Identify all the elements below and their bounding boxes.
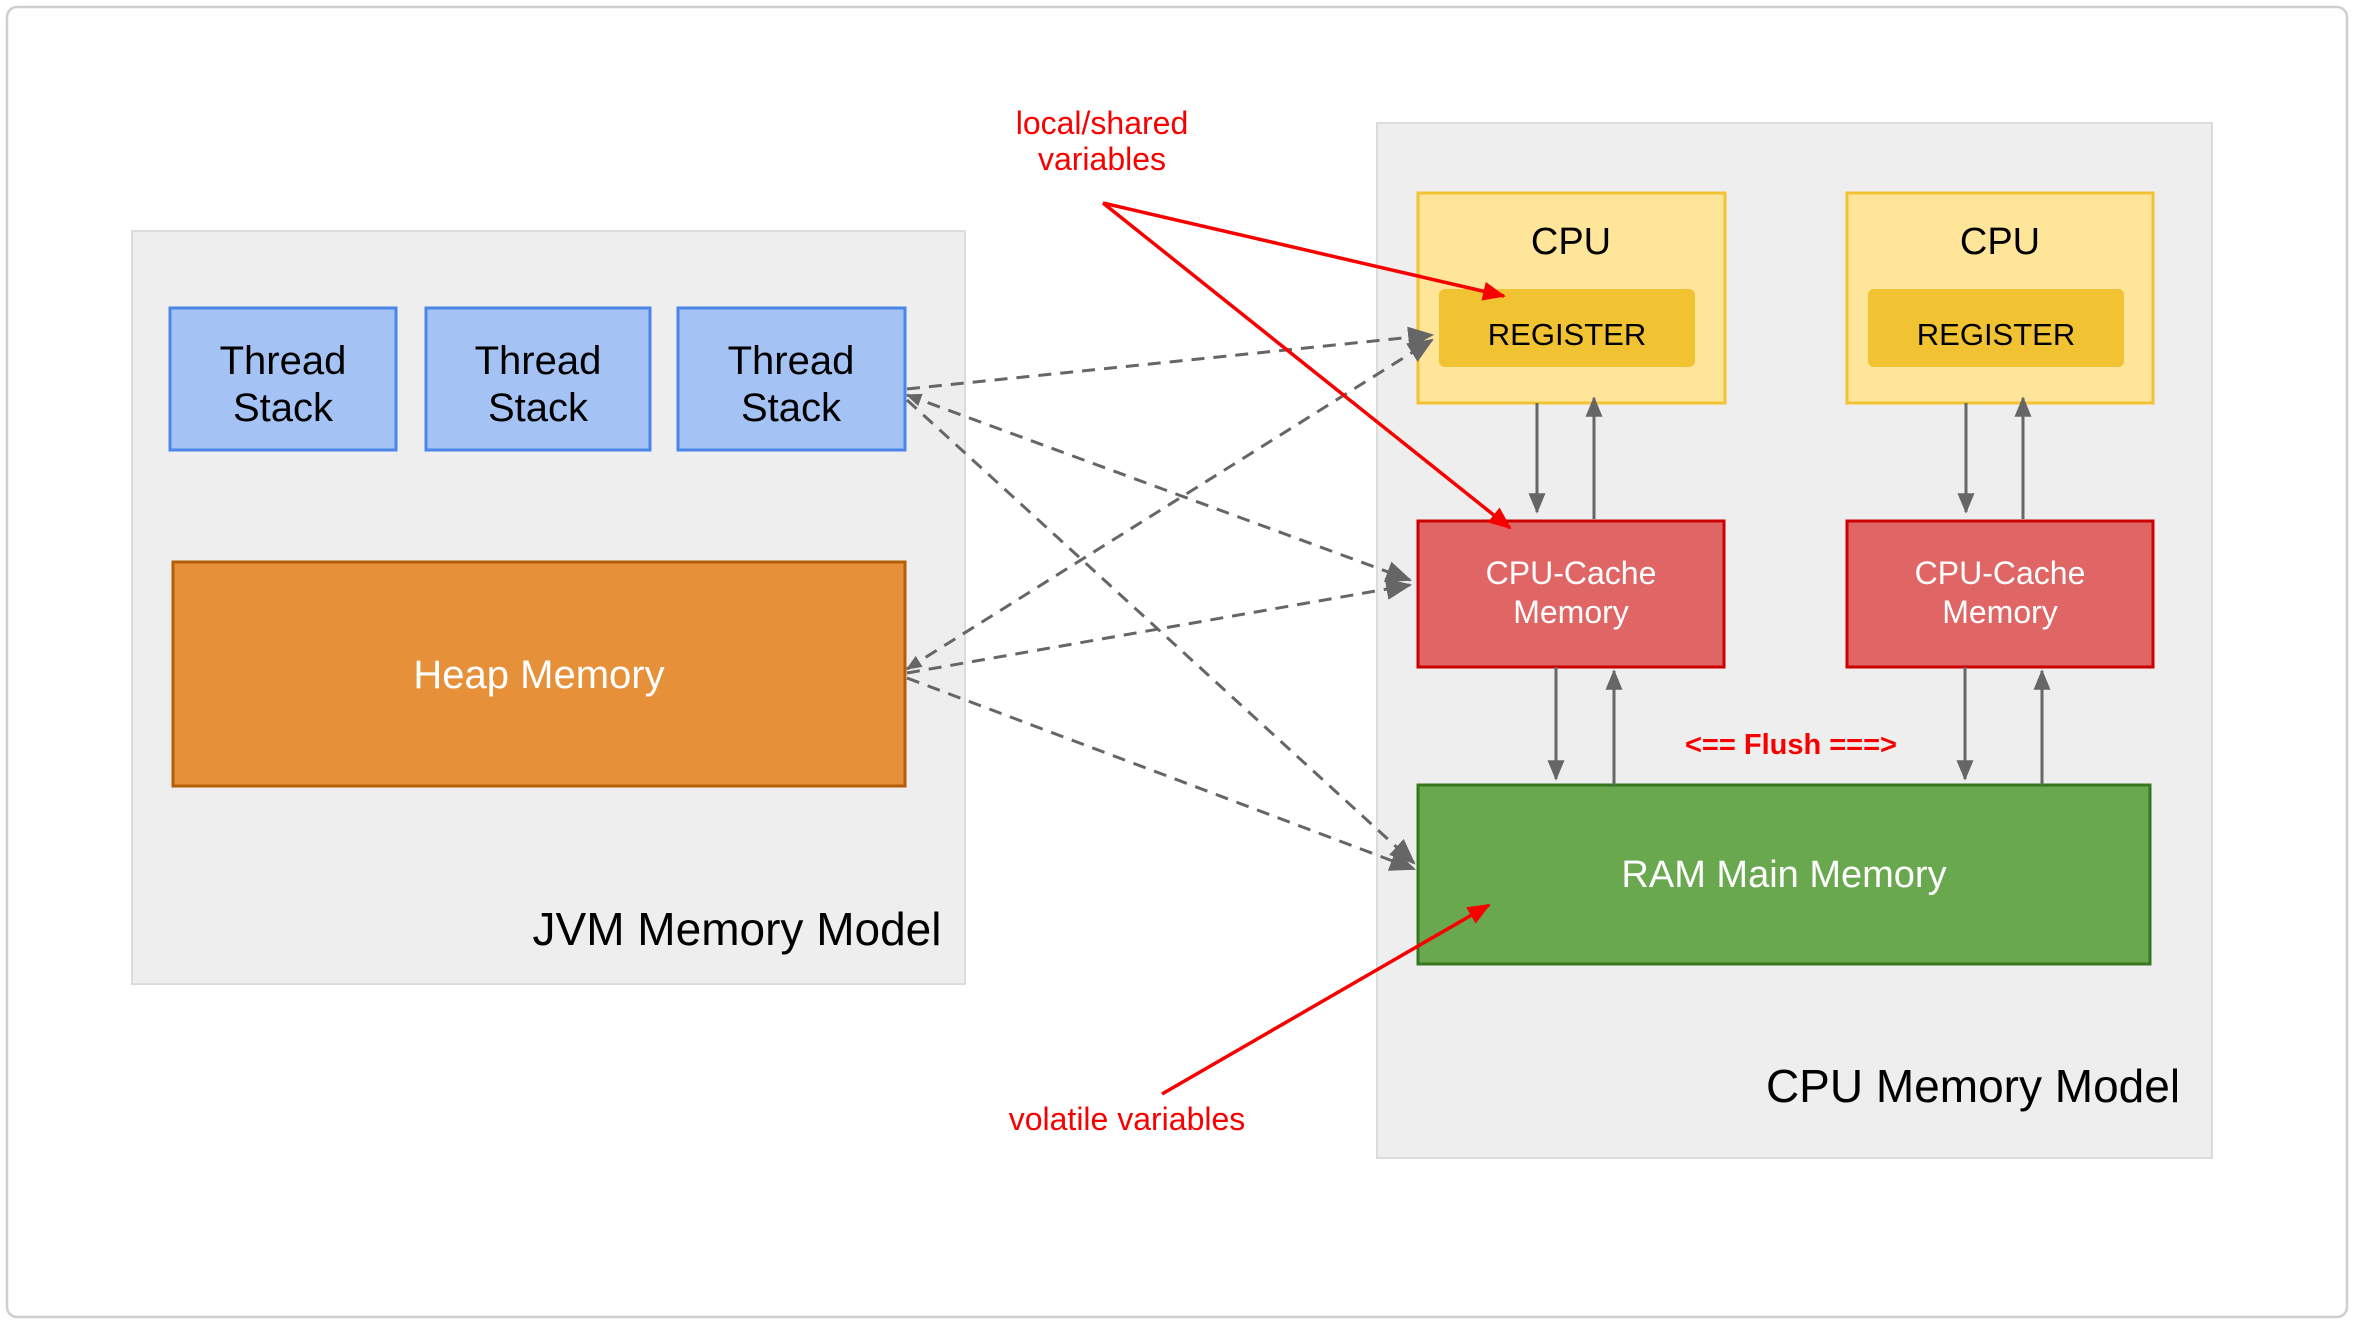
thread-stack-label-line2: Stack bbox=[488, 386, 589, 430]
page-frame bbox=[5, 5, 2349, 1319]
cpu-cache-box bbox=[1845, 519, 2155, 669]
register-label: REGISTER bbox=[1488, 317, 1646, 352]
thread-stack-box bbox=[424, 306, 652, 452]
thread-stack-3: Thread Stack bbox=[676, 306, 907, 452]
register-box bbox=[1868, 289, 2124, 367]
dashed-connectors bbox=[905, 326, 1435, 871]
dashed-arrow-heap-to-cache bbox=[906, 578, 1413, 675]
volatile-variables-label: volatile variables bbox=[1009, 1101, 1246, 1137]
red-arrow-localshared-to-cache bbox=[1101, 201, 1512, 530]
cpu-cache-box bbox=[1416, 519, 1726, 669]
dashed-arrow-heap-to-register bbox=[905, 338, 1434, 671]
vertical-transfer-arrows bbox=[1528, 396, 2051, 785]
dashed-arrow-threadstack-to-ram bbox=[905, 398, 1416, 865]
cpu-cache-label-line2: Memory bbox=[1513, 594, 1629, 630]
dashed-arrow-threadstack-to-cache bbox=[905, 393, 1413, 582]
thread-stack-label-line2: Stack bbox=[233, 386, 334, 430]
cpu-cache-label-line1: CPU-Cache bbox=[1915, 555, 2086, 591]
heap-memory-box bbox=[171, 560, 907, 788]
cpu-1: CPU REGISTER bbox=[1416, 191, 1727, 405]
heap-memory: Heap Memory bbox=[171, 560, 907, 788]
cpu-cache-2: CPU-Cache Memory bbox=[1845, 519, 2155, 669]
jvm-panel-title: JVM Memory Model bbox=[533, 903, 942, 955]
thread-stack-label-line1: Thread bbox=[475, 339, 602, 383]
cpu-label: CPU bbox=[1960, 221, 2040, 263]
thread-stack-label-line1: Thread bbox=[220, 339, 347, 383]
cpu-cache-label-line1: CPU-Cache bbox=[1486, 555, 1657, 591]
dashed-arrow-threadstack-to-register bbox=[906, 326, 1435, 391]
register-label: REGISTER bbox=[1917, 317, 2075, 352]
register-box bbox=[1439, 289, 1695, 367]
flush-label: <== Flush ===> bbox=[1685, 729, 1897, 761]
red-arrow-volatile-to-ram bbox=[1161, 903, 1491, 1096]
thread-stack-box bbox=[168, 306, 398, 452]
heap-memory-label: Heap Memory bbox=[413, 653, 664, 697]
dashed-arrow-heap-to-ram bbox=[906, 676, 1417, 871]
local-shared-label-line1: local/shared bbox=[1016, 105, 1189, 141]
thread-stack-label-line1: Thread bbox=[728, 339, 855, 383]
cpu-panel-title: CPU Memory Model bbox=[1766, 1060, 2180, 1112]
ram-box bbox=[1416, 783, 2152, 966]
cpu-label: CPU bbox=[1531, 221, 1611, 263]
thread-stack-1: Thread Stack bbox=[168, 306, 398, 452]
cpu-2: CPU REGISTER bbox=[1845, 191, 2155, 405]
red-arrow-localshared-to-register bbox=[1102, 201, 1506, 301]
cpu-cache-label-line2: Memory bbox=[1942, 594, 2058, 630]
local-shared-label-line2: variables bbox=[1038, 141, 1166, 177]
ram-main-memory: RAM Main Memory bbox=[1416, 783, 2152, 966]
cpu-cache-1: CPU-Cache Memory bbox=[1416, 519, 1726, 669]
thread-stack-2: Thread Stack bbox=[424, 306, 652, 452]
red-annotation-arrows bbox=[1101, 201, 1512, 1096]
thread-stack-label-line2: Stack bbox=[741, 386, 842, 430]
thread-stack-box bbox=[676, 306, 907, 452]
ram-label: RAM Main Memory bbox=[1621, 854, 1946, 896]
